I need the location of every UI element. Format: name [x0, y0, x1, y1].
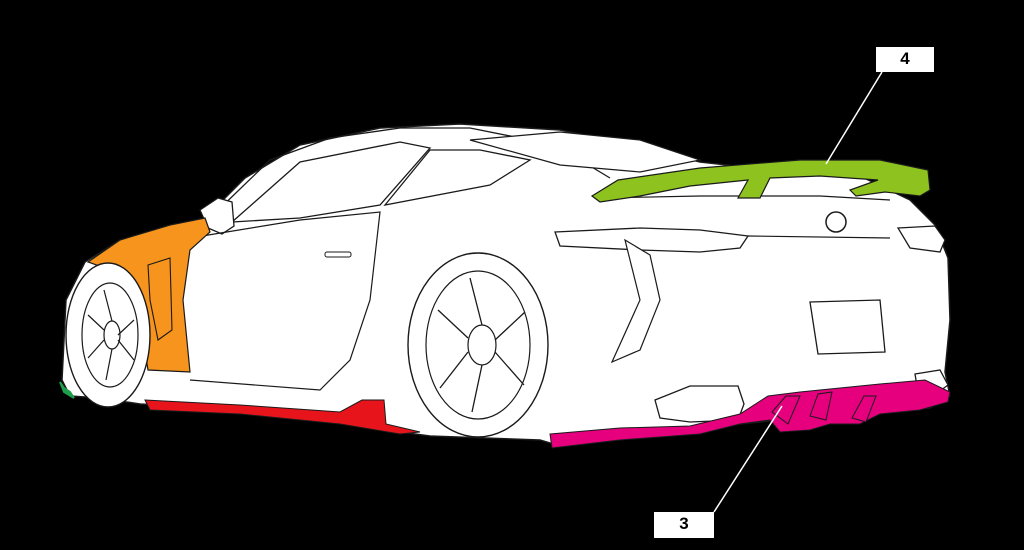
- rear-quarter-window: [383, 149, 532, 206]
- rear-wheel: [407, 252, 549, 438]
- door-handle: [324, 251, 352, 258]
- diffuser-fins: [771, 391, 877, 425]
- side-skirt: [144, 399, 421, 435]
- door-line: [189, 211, 381, 391]
- exhaust-left: [654, 385, 745, 423]
- fender-vent: [147, 257, 173, 341]
- tail-light-right: [896, 225, 946, 253]
- rear-window: [469, 131, 703, 173]
- front-canard: [59, 381, 75, 399]
- rear-diffuser: [549, 379, 951, 449]
- license-plate: [809, 299, 886, 355]
- callout-rear-wing: 4: [876, 47, 934, 72]
- rear-light-spear: [610, 238, 661, 364]
- rear-emblem: [825, 211, 847, 233]
- leader-line-4: [825, 71, 883, 165]
- callout-rear-diffuser: 3: [654, 512, 714, 538]
- front-wheel: [65, 262, 151, 408]
- leader-line-3: [713, 405, 783, 513]
- tail-light-left: [554, 227, 750, 253]
- side-window: [230, 141, 432, 223]
- rear-wing: [590, 159, 931, 203]
